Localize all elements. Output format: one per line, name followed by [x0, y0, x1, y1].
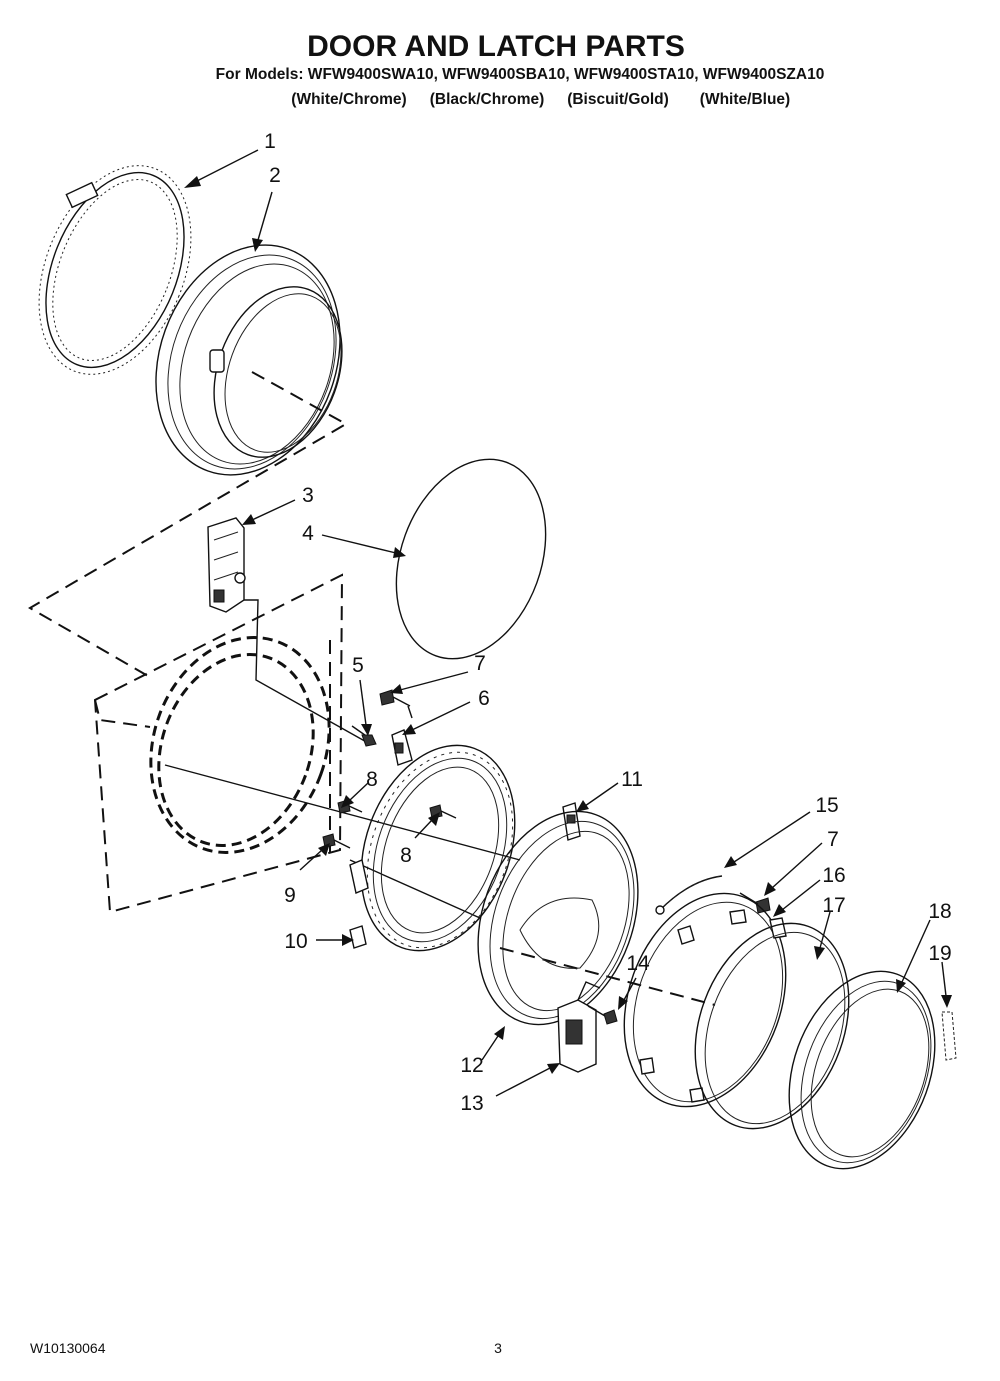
- color-black-chrome: (Black/Chrome): [430, 91, 545, 108]
- part-3-door-lock-switch: [207, 517, 371, 745]
- part-18-door-trim-ring: [788, 970, 936, 1170]
- document-number: W10130064: [30, 1340, 106, 1356]
- callout-6: 6: [478, 687, 490, 710]
- part-2-door-bellows: [155, 244, 343, 476]
- callout-3: 3: [302, 484, 314, 507]
- color-white-blue: (White/Blue): [700, 91, 790, 108]
- front-panel-outline: [93, 573, 344, 914]
- page-title: DOOR AND LATCH PARTS: [307, 30, 685, 63]
- part-19-door-clip: [941, 1011, 957, 1061]
- callout-numbers: 1 2 3 4 5 7 6 8 11 15 7 8 16 9 17 18 10 …: [264, 130, 952, 1115]
- part-13-door-latch-handle: [557, 981, 601, 1073]
- color-white-chrome: (White/Chrome): [291, 91, 406, 108]
- part-7-screw-top: [379, 689, 413, 719]
- part-10-inner-door-frame: [349, 744, 516, 952]
- callout-1: 1: [264, 130, 276, 153]
- models-line: For Models: WFW9400SWA10, WFW9400SBA10, …: [216, 66, 825, 83]
- part-7-screw-right: [739, 892, 771, 914]
- part-4-door-seal: [395, 458, 547, 660]
- callout-10: 10: [284, 930, 307, 953]
- callout-17: 17: [822, 894, 845, 917]
- part-14-screw: [587, 1005, 618, 1025]
- part-17-outer-door-panel: [694, 922, 850, 1130]
- part-9-screw: [322, 833, 351, 849]
- callout-19: 19: [928, 942, 951, 965]
- callout-7-top: 7: [474, 652, 486, 675]
- part-6-hinge-bracket: [391, 729, 413, 766]
- callout-8-left: 8: [366, 768, 378, 791]
- callout-8-right: 8: [400, 844, 412, 867]
- part-1-clamp-ring: [38, 165, 192, 375]
- part-5-screw: [351, 725, 377, 747]
- connector-part2-dashed: [28, 371, 349, 677]
- callout-7-right: 7: [827, 828, 839, 851]
- part-15-door-harness: [655, 875, 723, 915]
- callout-2: 2: [269, 164, 281, 187]
- callout-16: 16: [822, 864, 845, 887]
- color-biscuit-gold: (Biscuit/Gold): [567, 91, 669, 108]
- part-16-inner-door-panel: [623, 892, 787, 1108]
- callout-11: 11: [621, 768, 643, 791]
- leader-lines: [184, 149, 952, 1097]
- callout-5: 5: [352, 654, 364, 677]
- callout-9: 9: [284, 884, 296, 907]
- callout-4: 4: [302, 522, 314, 545]
- center-axis-line-b: [349, 859, 481, 919]
- page-number: 3: [494, 1340, 502, 1356]
- part-12-door-glass: [477, 810, 639, 1026]
- callout-12: 12: [460, 1054, 483, 1077]
- callout-14: 14: [626, 952, 650, 975]
- callout-13: 13: [460, 1092, 483, 1115]
- callout-15: 15: [815, 794, 838, 817]
- callout-18: 18: [928, 900, 951, 923]
